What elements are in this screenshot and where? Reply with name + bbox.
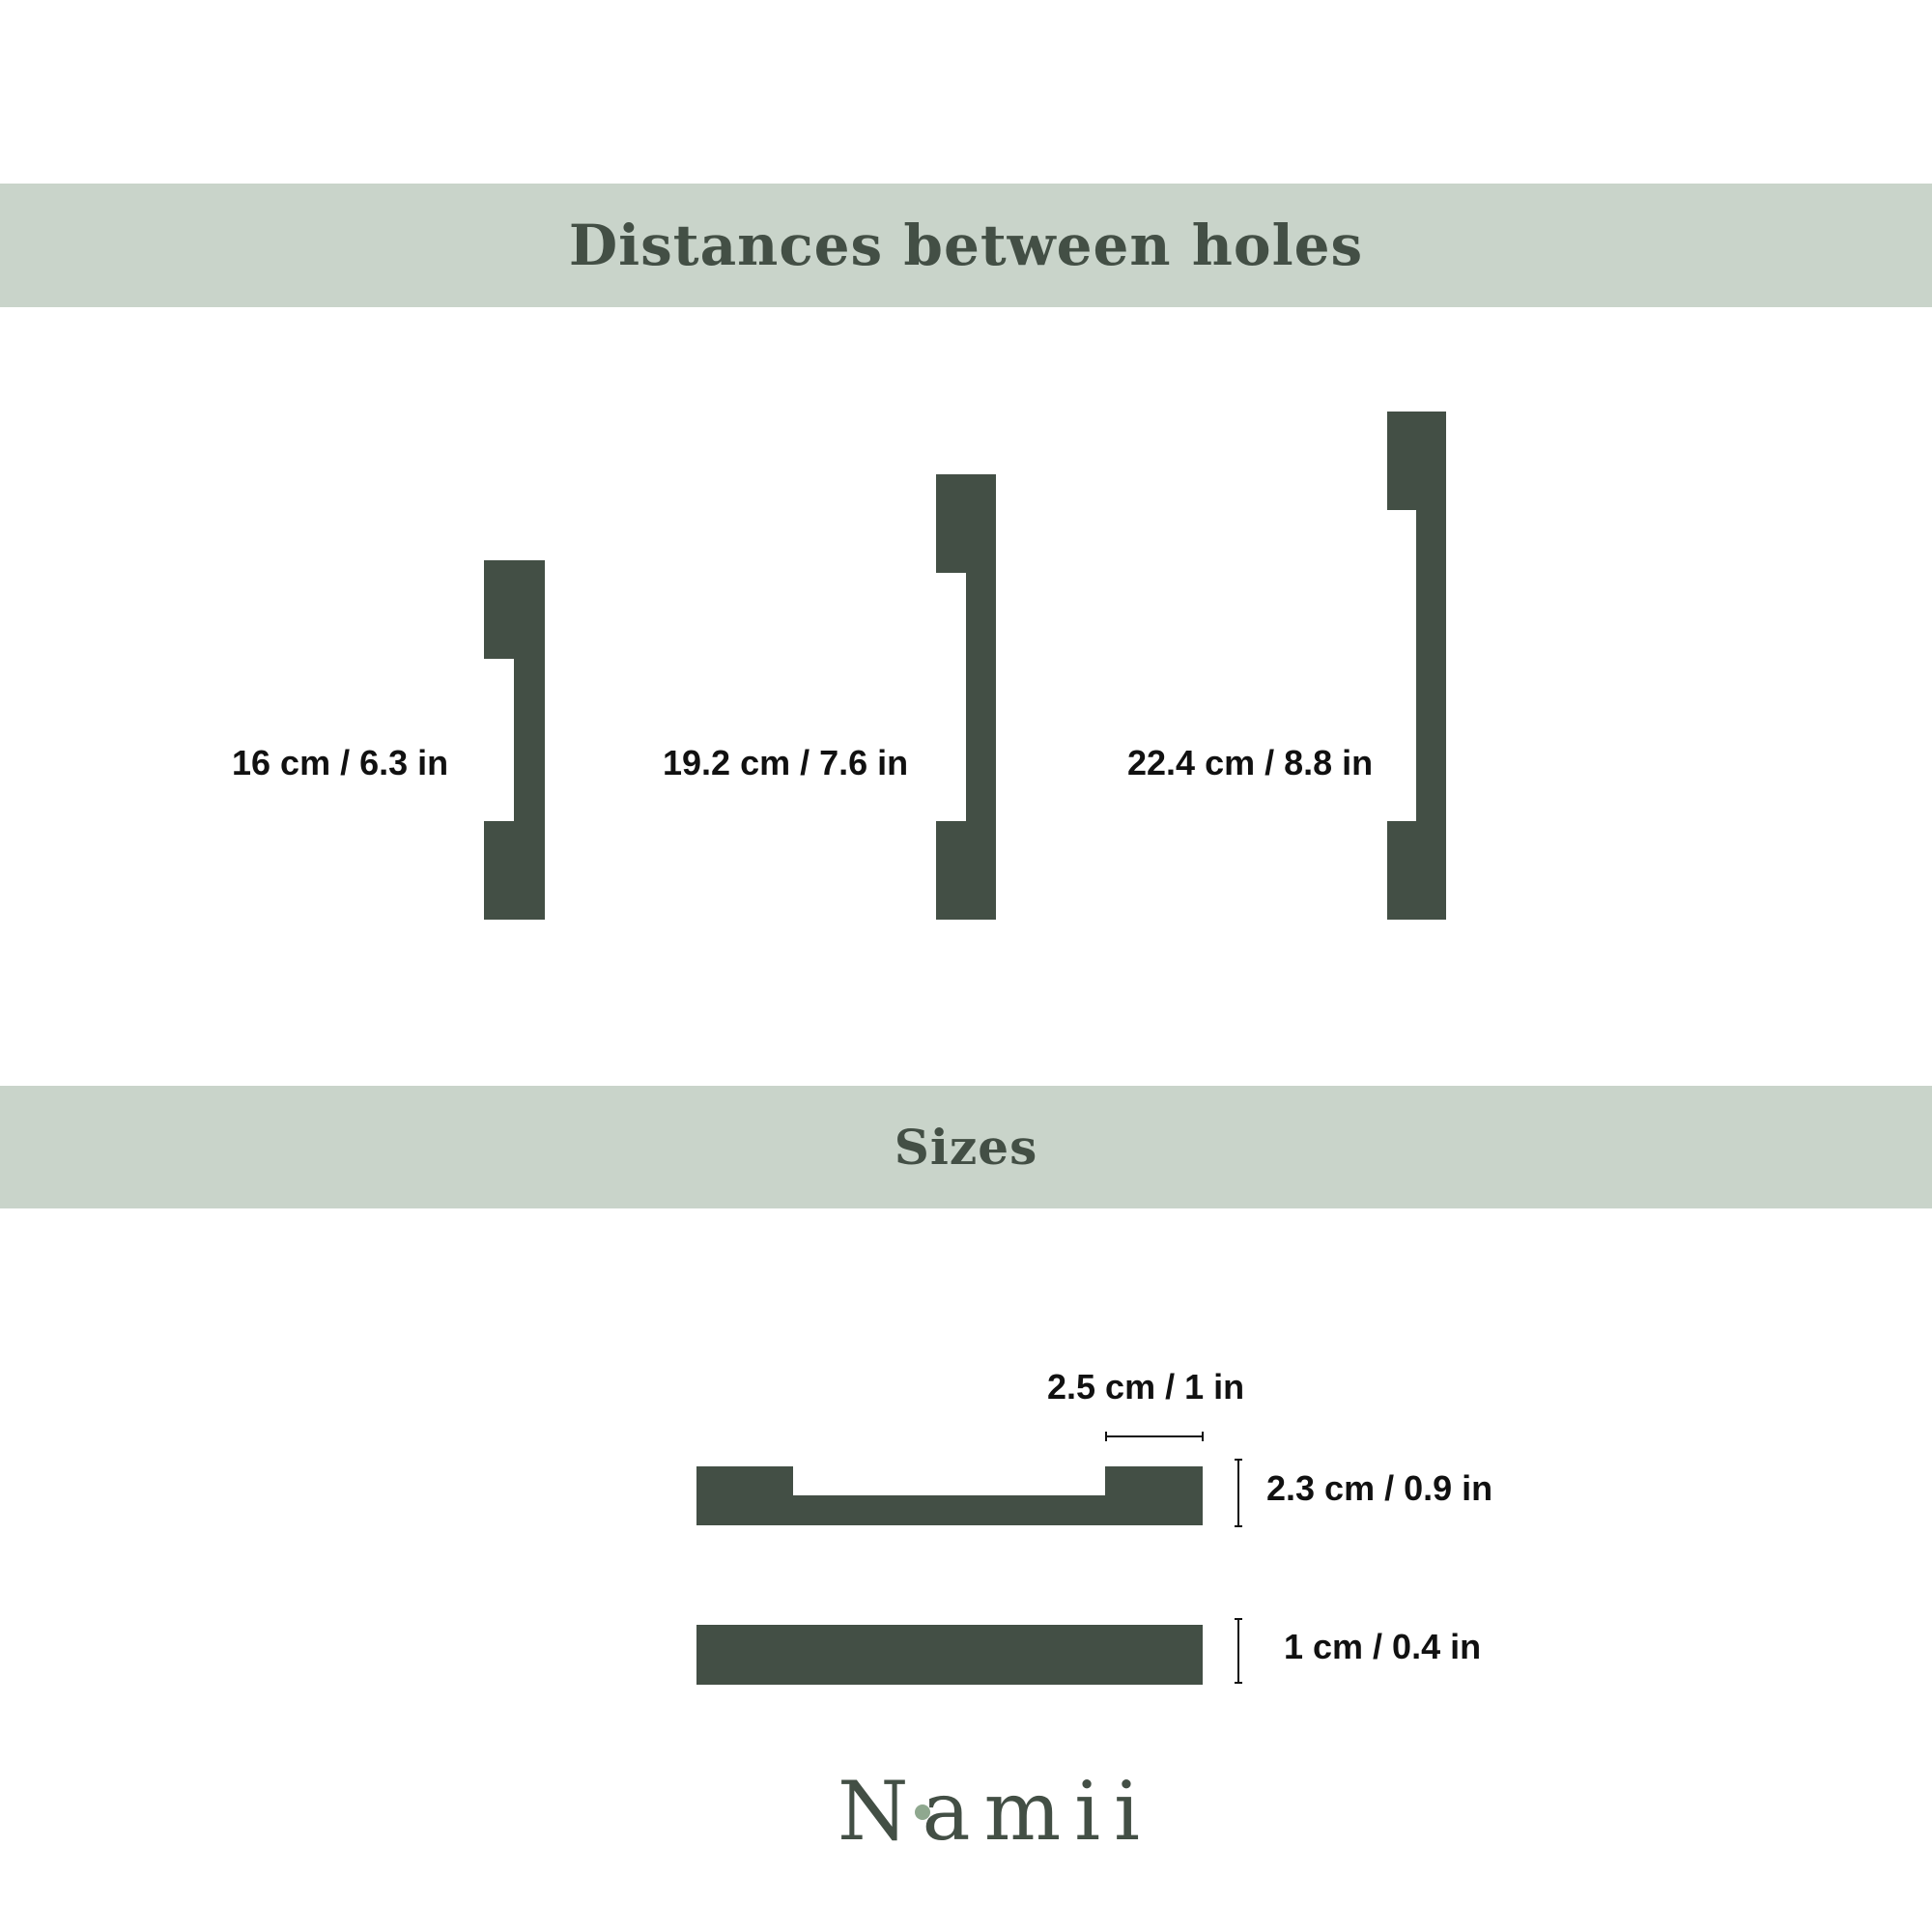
distance-label-19-2cm: 19.2 cm / 7.6 in [663,743,909,782]
distances-banner: Distances between holes [0,184,1932,307]
sizes-banner: Sizes [0,1086,1932,1208]
distance-label-22-4cm: 22.4 cm / 8.8 in [1127,743,1374,782]
width-label: 2.5 cm / 1 in [1047,1367,1245,1406]
brand-logo-text: Namii [838,1764,1153,1859]
handle-19-2cm [936,474,996,920]
handle-22-4cm [1387,412,1446,920]
brand-logo: Namii [838,1768,1140,1855]
height-label: 2.3 cm / 0.9 in [1266,1468,1493,1508]
thickness-label: 1 cm / 0.4 in [1284,1627,1482,1666]
width-dimension-line [1105,1432,1204,1441]
handle-top-profile [696,1625,1203,1685]
sizes-title: Sizes [894,1119,1038,1176]
logo-dot-icon [915,1804,930,1820]
thickness-dimension-line [1235,1618,1242,1684]
handle-16cm [484,560,545,920]
distance-label-16cm: 16 cm / 6.3 in [232,743,449,782]
handle-side-profile [696,1466,1203,1525]
distances-title: Distances between holes [568,213,1364,278]
height-dimension-line [1235,1459,1242,1527]
